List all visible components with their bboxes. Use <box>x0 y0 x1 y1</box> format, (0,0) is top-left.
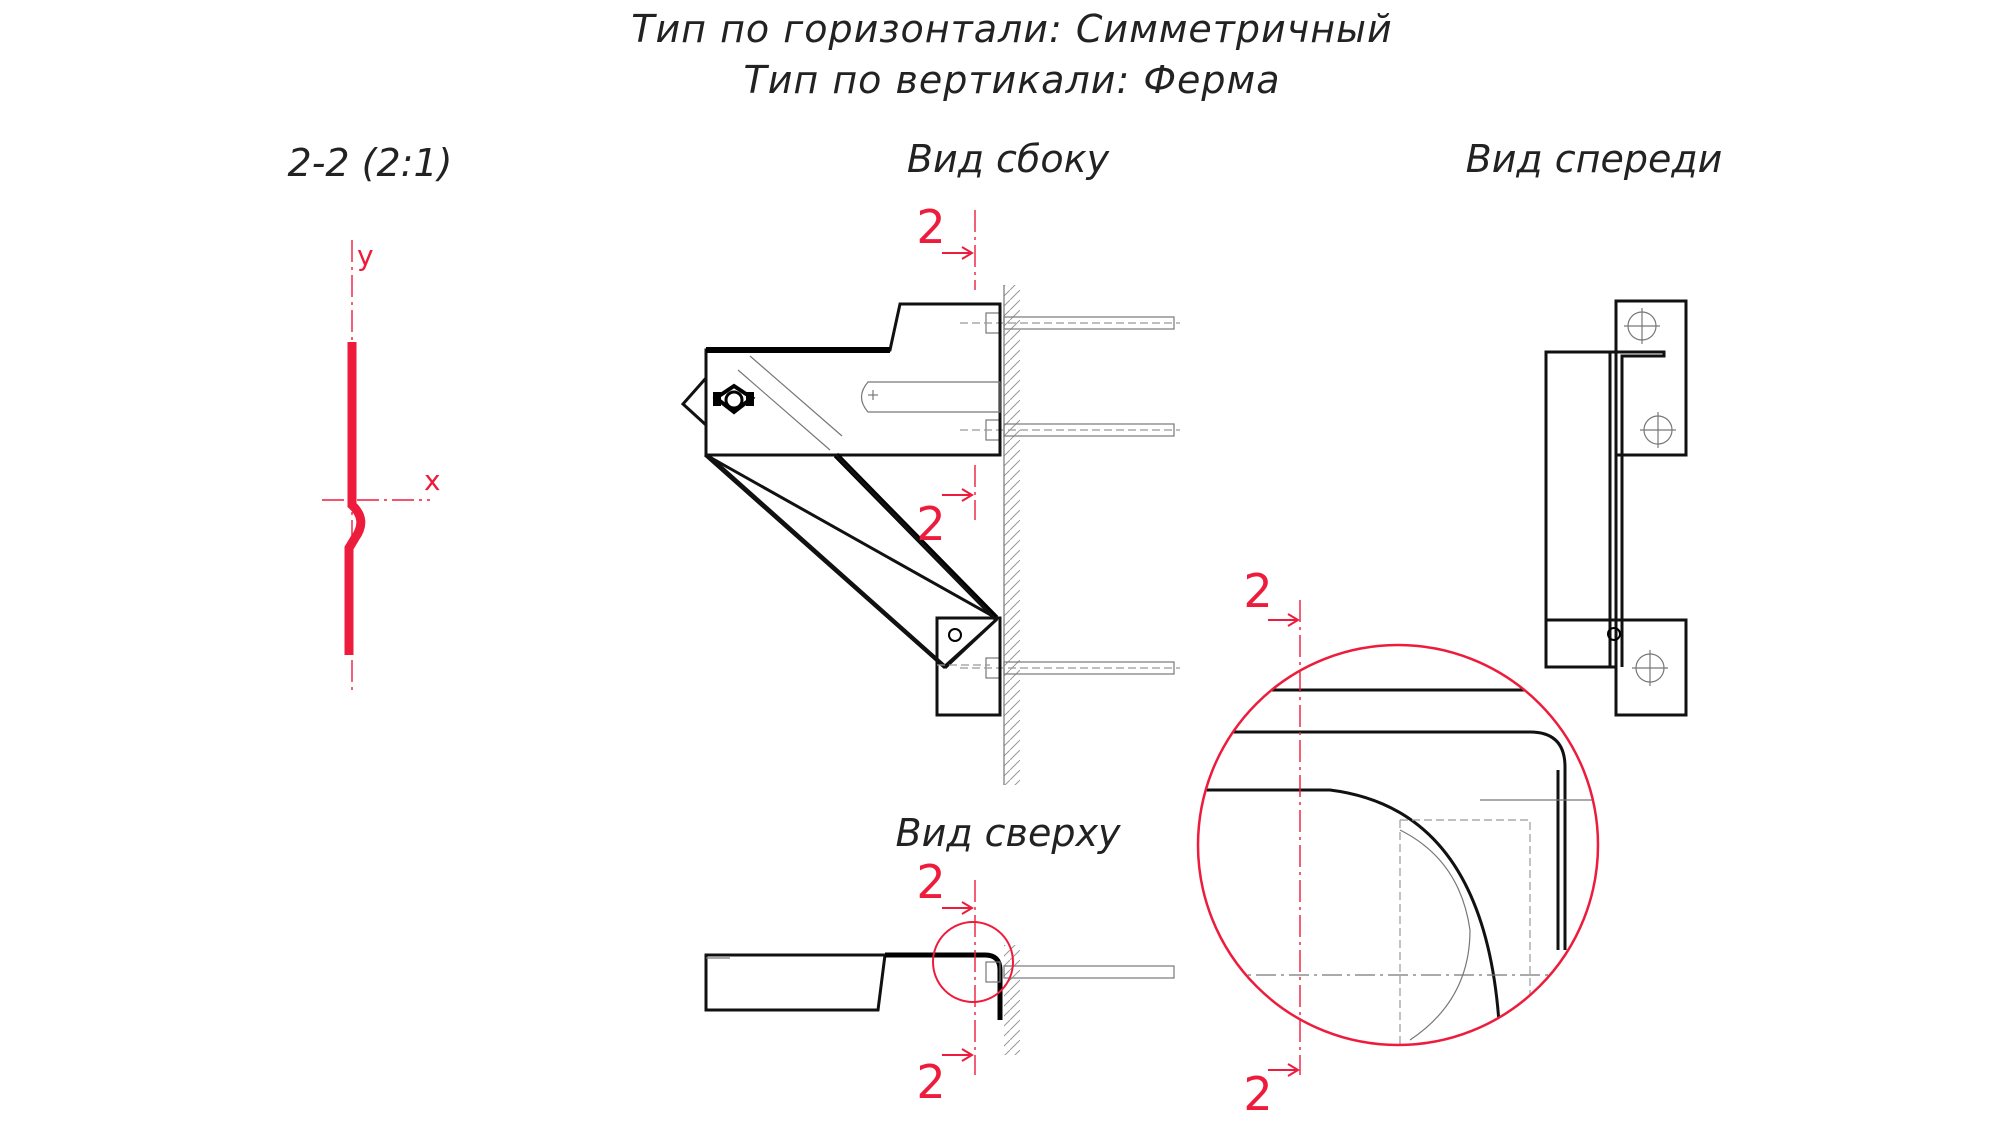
front-strut <box>1544 350 1618 669</box>
y-axis-label: y <box>357 239 374 272</box>
section-mark-top: 2 <box>916 200 945 254</box>
top-section-arrow-bottom <box>942 1048 974 1062</box>
front-pivot-hole <box>1607 627 1621 641</box>
section-arrow-bottom <box>942 488 974 502</box>
diagonal-hidden <box>737 355 843 451</box>
slot-hole <box>860 381 1001 413</box>
top-anchor-bolt <box>1003 965 1175 979</box>
x-axis-label: x <box>424 464 441 497</box>
front-bolt-2 <box>1640 412 1676 448</box>
front-bolt-3 <box>1632 650 1668 686</box>
zoom-section-mark-top: 2 <box>1243 564 1272 618</box>
section-mark-bottom: 2 <box>916 497 945 551</box>
front-upper-plate <box>1614 299 1688 457</box>
wall-hatch <box>1004 285 1020 785</box>
detail-circle-large <box>1196 643 1600 1047</box>
detail-circle-small <box>932 921 1014 1003</box>
title-vertical-type: Тип по вертикали: Ферма <box>743 58 1280 102</box>
anchor-bolt-top <box>960 312 1180 334</box>
section-view-label: 2-2 (2:1) <box>288 141 453 185</box>
diagonal-strut <box>704 453 998 670</box>
bolt-hole-symbol <box>712 383 756 415</box>
detail-zoom-view: 2 2 <box>1196 564 1600 1121</box>
side-view: 2 2 <box>680 200 1180 785</box>
zoom-section-mark-bottom: 2 <box>1243 1067 1272 1121</box>
top-bracket-body <box>704 953 887 1012</box>
lower-bracket-hole <box>948 628 962 642</box>
zoom-section-arrow-top <box>1268 613 1300 627</box>
front-lower-plate <box>1614 618 1688 717</box>
upper-bracket <box>704 302 1002 457</box>
top-view: 2 2 <box>704 855 1175 1109</box>
anchor-bolt-bottom <box>960 657 1180 679</box>
anchor-bolt-middle <box>960 419 1180 441</box>
top-section-mark-top: 2 <box>916 855 945 909</box>
top-wall-hatch <box>1004 945 1020 1055</box>
top-section-arrow-top <box>942 901 974 915</box>
section-arrow-top <box>942 246 974 260</box>
profile-section-red <box>344 342 366 655</box>
side-view-label: Вид сбоку <box>907 137 1110 181</box>
zoom-section-arrow-bottom <box>1268 1063 1300 1077</box>
front-bolt-1 <box>1624 308 1660 344</box>
bracket-tip <box>680 377 708 427</box>
section-2-2-profile: y x <box>322 239 441 690</box>
top-section-mark-bottom: 2 <box>916 1055 945 1109</box>
lower-bracket <box>935 616 1002 717</box>
front-view <box>1544 299 1688 717</box>
title-horizontal-type: Тип по горизонтали: Симметричный <box>631 7 1393 51</box>
front-view-label: Вид спереди <box>1466 137 1723 181</box>
top-view-label: Вид сверху <box>896 811 1121 855</box>
